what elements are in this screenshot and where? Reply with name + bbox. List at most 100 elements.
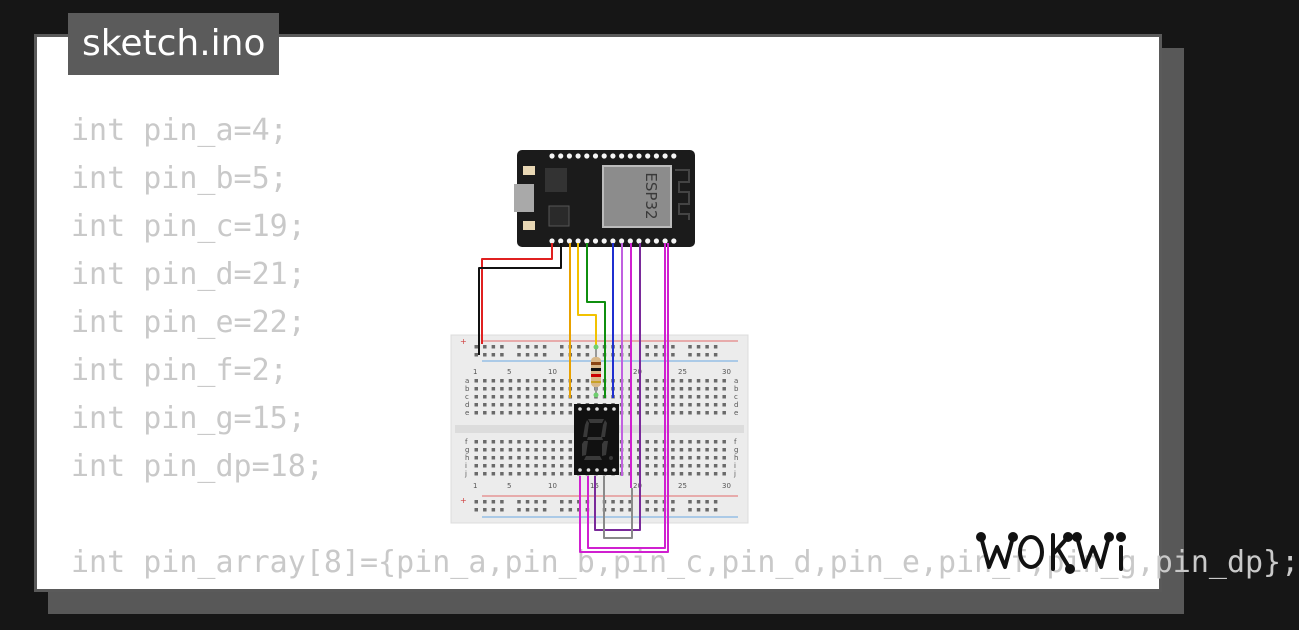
breadboard-hole [585, 379, 590, 383]
usb-port [514, 184, 534, 212]
button-reset [523, 221, 535, 230]
breadboard-hole [713, 411, 718, 415]
column-number: 25 [678, 482, 687, 490]
breadboard-hole [654, 500, 658, 504]
breadboard-hole [508, 448, 513, 452]
file-tab[interactable]: sketch.ino [68, 13, 280, 75]
wire-gray [603, 476, 633, 539]
breadboard-hole [705, 403, 709, 407]
breadboard-hole [508, 403, 513, 407]
breadboard-hole [688, 472, 692, 476]
breadboard-hole [679, 456, 684, 460]
breadboard-hole [722, 395, 726, 399]
segment-g [587, 437, 603, 440]
code-line: int pin_dp=18; [71, 449, 324, 484]
breadboard-hole [500, 508, 504, 512]
breadboard-hole [474, 448, 478, 452]
breadboard-hole [483, 508, 487, 512]
breadboard-hole [636, 411, 641, 415]
breadboard-hole [679, 387, 684, 391]
breadboard-hole [645, 345, 649, 349]
breadboard-hole [671, 508, 675, 512]
breadboard-hole [705, 411, 709, 415]
breadboard-hole [560, 395, 564, 399]
segment-dp [609, 456, 613, 460]
header-pin [601, 238, 607, 244]
breadboard-hole [585, 387, 590, 391]
header-pin [601, 153, 607, 159]
breadboard-hole [713, 395, 718, 399]
header-pin [671, 153, 677, 159]
row-letter: h [465, 454, 469, 462]
preview-card: int pin_a=4;int pin_b=5;int pin_c=19;int… [34, 34, 1299, 592]
segment-f [583, 420, 589, 437]
breadboard-hole [688, 456, 692, 460]
breadboard-hole [474, 440, 478, 444]
header-pin [549, 153, 555, 159]
code-line: int pin_b=5; [71, 161, 288, 196]
breadboard-hole [577, 395, 581, 399]
column-number: 20 [633, 482, 642, 490]
breadboard-hole [645, 395, 649, 399]
column-number: 10 [548, 482, 557, 490]
display-segments [582, 419, 613, 460]
header-pin [653, 238, 660, 244]
breadboard-hole [688, 403, 692, 407]
breadboard-hole [551, 387, 555, 391]
breadboard-hole [679, 395, 684, 399]
breadboard-hole [500, 387, 504, 391]
breadboard-hole [705, 387, 709, 391]
breadboard-hole [688, 448, 692, 452]
breadboard-hole [542, 440, 547, 444]
breadboard-hole [636, 448, 641, 452]
esp32-board[interactable]: ESP32 [514, 150, 695, 247]
breadboard-hole [671, 456, 675, 460]
display-pin [586, 468, 591, 472]
breadboard-hole [722, 472, 726, 476]
breadboard-hole [713, 456, 718, 460]
breadboard-hole [491, 508, 496, 512]
breadboard-hole [560, 403, 564, 407]
breadboard-hole [551, 411, 555, 415]
breadboard-hole [500, 440, 504, 444]
breadboard-hole [525, 403, 530, 407]
breadboard-hole [483, 387, 487, 391]
breadboard-hole [679, 411, 684, 415]
breadboard-hole [508, 395, 513, 399]
row-letter: a [734, 377, 738, 385]
breadboard-hole [542, 472, 547, 476]
breadboard-hole [474, 395, 478, 399]
wire-red [481, 243, 553, 344]
breadboard-hole [654, 464, 658, 468]
breadboard-hole [645, 411, 649, 415]
breadboard-hole [585, 353, 590, 357]
breadboard-hole [517, 464, 521, 468]
breadboard-hole [671, 353, 675, 357]
column-number: 25 [678, 368, 687, 376]
code-line: int pin_e=22; [71, 305, 306, 340]
breadboard-hole [542, 387, 547, 391]
breadboard-hole [722, 411, 726, 415]
breadboard-hole [483, 379, 487, 383]
breadboard-hole [525, 508, 530, 512]
resistor[interactable] [591, 344, 601, 398]
usb-chip [548, 205, 570, 227]
breadboard-hole [713, 464, 718, 468]
code-line: int pin_d=21; [71, 257, 306, 292]
row-letter: g [465, 446, 469, 454]
breadboard-hole [500, 379, 504, 383]
breadboard-hole [542, 345, 547, 349]
breadboard-hole [688, 345, 692, 349]
breadboard-hole [508, 440, 513, 444]
breadboard-hole [636, 472, 641, 476]
breadboard-hole [713, 472, 718, 476]
breadboard-hole [654, 345, 658, 349]
breadboard-hole [671, 387, 675, 391]
seven-segment-display[interactable] [574, 404, 619, 475]
breadboard-hole [560, 440, 564, 444]
row-letter: i [734, 462, 736, 470]
column-number: 10 [548, 368, 557, 376]
header-pin [549, 238, 555, 244]
breadboard-hole [491, 353, 496, 357]
breadboard-hole [483, 464, 487, 468]
